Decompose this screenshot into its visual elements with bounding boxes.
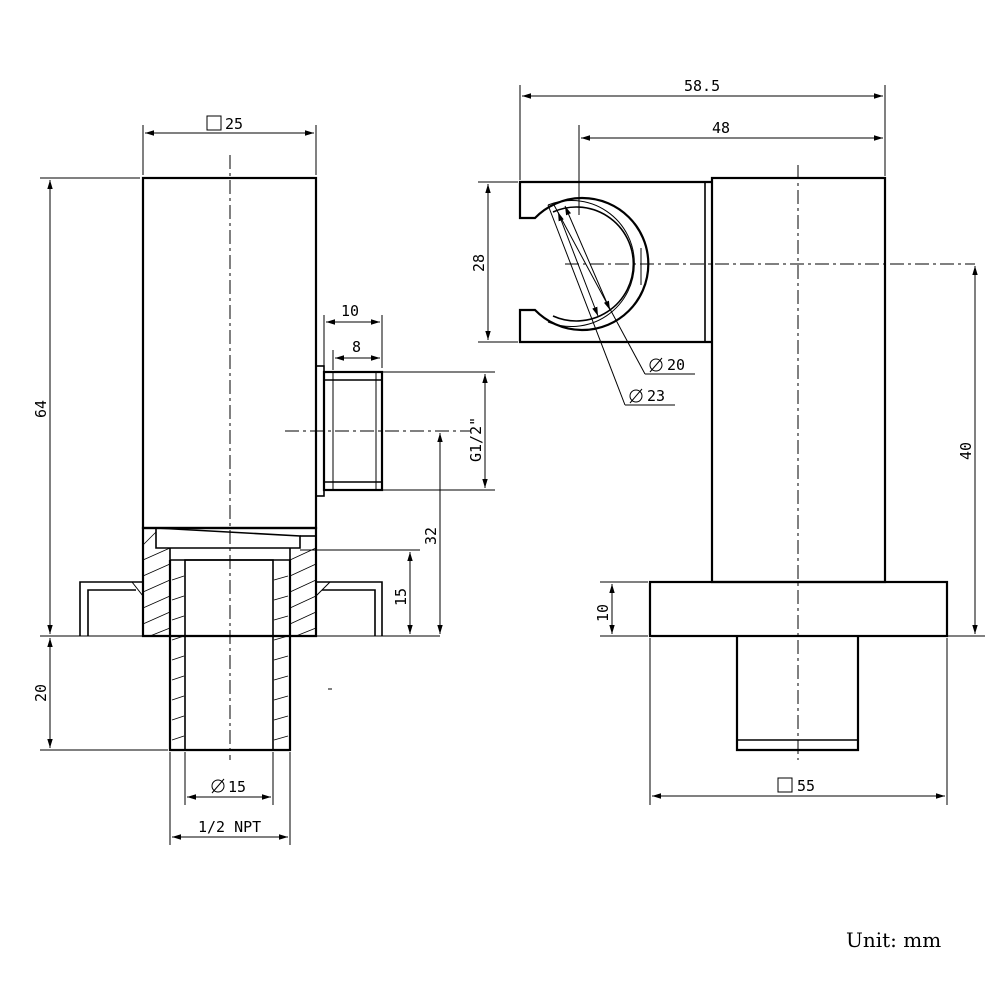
dim-plate-10: 10	[594, 581, 648, 637]
dim-label-15: 15	[392, 588, 410, 606]
dim-label-npt: 1/2 NPT	[198, 818, 261, 836]
dim-label-64: 64	[32, 400, 50, 418]
dim-height-64: 64	[32, 177, 140, 634]
right-view: 58.5 48 28 20	[470, 77, 985, 805]
threaded-pipe	[168, 559, 292, 752]
dim-label-25: 25	[225, 115, 243, 133]
dim-width-48: 48	[578, 119, 883, 215]
dim-label-32: 32	[422, 527, 440, 545]
flange-cover	[79, 581, 383, 636]
dim-height-32: 32	[422, 433, 443, 634]
base-plate	[648, 580, 949, 638]
dim-label-plate-10: 10	[594, 604, 612, 622]
dim-label-48: 48	[712, 119, 730, 137]
dim-bottom-20: 20	[32, 638, 168, 751]
dim-label-20: 20	[32, 684, 50, 702]
dim-label-58-5: 58.5	[684, 77, 720, 95]
dim-label-55: 55	[797, 777, 815, 795]
outlet-thread	[285, 365, 470, 497]
left-view: 25 64 20 10 8	[32, 115, 495, 845]
dim-npt: 1/2 NPT	[169, 752, 291, 845]
dim-outlet-8: 8	[332, 338, 380, 370]
dim-holder-28: 28	[470, 181, 518, 343]
dim-outlet-10: 10	[323, 302, 383, 368]
dim-label-8: 8	[352, 338, 361, 356]
dim-dia-23: 23	[547, 204, 675, 406]
diameter-icon	[649, 357, 663, 373]
dim-label-10: 10	[341, 302, 359, 320]
dim-height-40: 40	[948, 266, 985, 637]
dim-label-dia-15: 15	[228, 778, 246, 796]
bottom-stub	[735, 636, 860, 752]
dim-square-55: 55	[649, 638, 948, 805]
handshower-holder	[518, 180, 975, 344]
dim-dia-15: 15	[184, 752, 274, 805]
unit-label: Unit: mm	[846, 928, 941, 952]
dim-square-25: 25	[142, 115, 317, 175]
dim-height-15: 15	[300, 549, 420, 634]
diameter-icon	[629, 388, 643, 404]
dim-label-dia-23: 23	[647, 387, 665, 405]
dim-label-g12: G1/2"	[467, 417, 485, 462]
dim-label-40: 40	[957, 442, 975, 460]
dim-label-28: 28	[470, 254, 488, 272]
dim-label-dia-20: 20	[667, 356, 685, 374]
dim-width-58-5: 58.5	[519, 77, 886, 180]
diameter-icon	[211, 778, 225, 794]
